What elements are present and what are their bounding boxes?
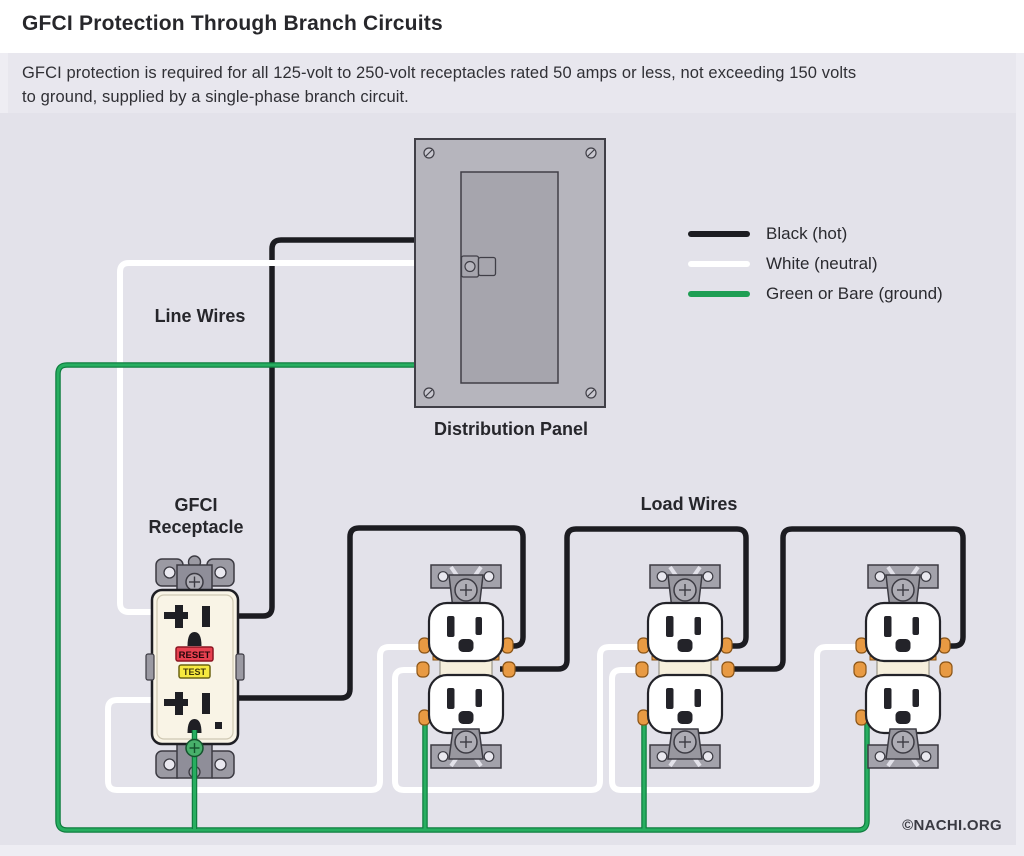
ground-wire-swatch <box>688 291 750 297</box>
ground-hole <box>187 632 202 646</box>
test-button-label: TEST <box>183 667 207 677</box>
ground-wire-main <box>56 363 869 832</box>
load-wires-label: Load Wires <box>640 494 738 514</box>
neutral-wire-swatch <box>688 261 750 267</box>
hot-load-wire-receptacle2-to-receptacle3 <box>722 526 966 672</box>
line-wires-label: Line Wires <box>154 306 246 326</box>
test-button[interactable] <box>178 664 211 679</box>
hot-wire-swatch <box>688 231 750 237</box>
page-title: GFCI Protection Through Branch Circuits <box>22 12 443 35</box>
mount-hole <box>214 566 227 579</box>
gfci-receptacle-label: GFCI Receptacle <box>148 495 244 537</box>
panel-corner-screws <box>423 147 597 399</box>
mount-hole <box>214 758 227 771</box>
ground-wires <box>55 362 870 833</box>
mount-hole <box>163 566 176 579</box>
legend-label-hot: Black (hot) <box>766 224 848 243</box>
neutral-load-wire-gfci-to-receptacle1 <box>105 644 432 793</box>
reset-button[interactable] <box>175 646 214 662</box>
neutral-t-slot <box>175 692 183 715</box>
legend-row-ground: Green or Bare (ground) <box>688 279 943 309</box>
credit-text: ©NACHI.ORG <box>902 817 1002 834</box>
legend-label-ground: Green or Bare (ground) <box>766 284 943 303</box>
ground-hole <box>187 719 202 733</box>
description-line-2: to ground, supplied by a single-phase br… <box>22 88 409 106</box>
neutral-line-wire-panel-to-gfci <box>117 260 417 615</box>
panel-door-latch <box>460 255 497 278</box>
hot-line-wire-panel-to-gfci <box>236 237 417 619</box>
legend-label-neutral: White (neutral) <box>766 254 878 273</box>
hot-load-wire-receptacle1-to-receptacle2 <box>500 526 749 672</box>
reset-button-label: RESET <box>179 650 211 661</box>
distribution-panel-label: Distribution Panel <box>433 419 588 439</box>
wire-legend: Black (hot) White (neutral) Green or Bar… <box>688 219 943 309</box>
indicator-square <box>215 722 222 729</box>
gfci-receptacle: RESET TEST <box>145 555 245 779</box>
gfci-side-tab <box>145 653 155 681</box>
hot-slot <box>202 693 210 714</box>
description-line-1: GFCI protection is required for all 125-… <box>22 64 857 82</box>
legend-row-neutral: White (neutral) <box>688 249 943 279</box>
neutral-wires <box>105 260 869 793</box>
neutral-t-slot <box>175 605 183 628</box>
load-receptacle-2 <box>634 563 736 770</box>
gfci-side-tab <box>235 653 245 681</box>
neutral-load-wire-receptacle2-to-receptacle3 <box>609 644 869 793</box>
neutral-load-wire-receptacle1-to-receptacle2 <box>392 644 651 793</box>
hot-load-wire-gfci-to-receptacle1 <box>236 525 526 701</box>
description-band <box>8 53 1016 113</box>
mount-hole <box>163 758 176 771</box>
distribution-panel <box>414 138 606 408</box>
hot-slot <box>202 606 210 627</box>
legend-row-hot: Black (hot) <box>688 219 943 249</box>
hot-wires <box>236 237 966 701</box>
